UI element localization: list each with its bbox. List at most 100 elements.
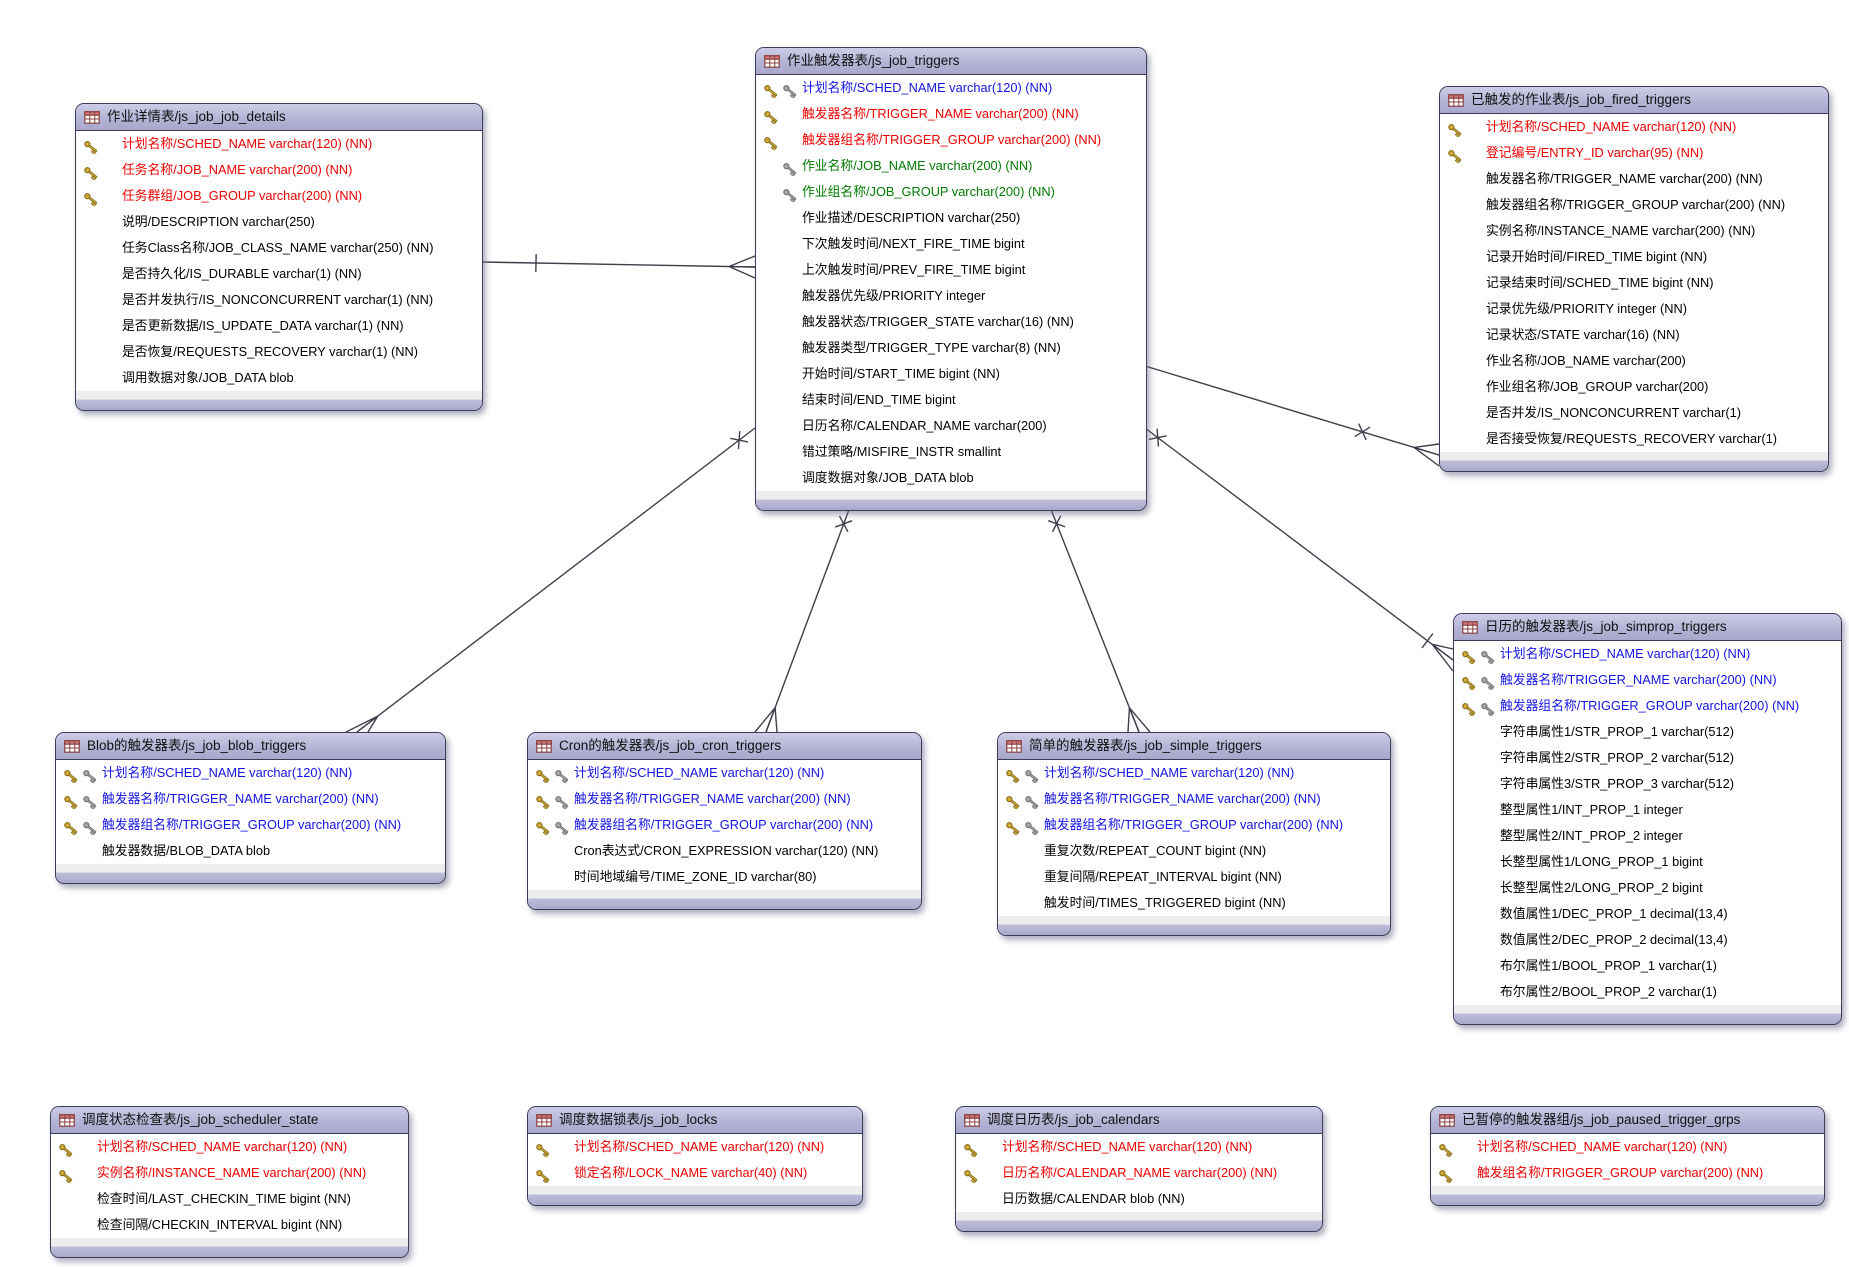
foreign-key-icon <box>1481 651 1495 666</box>
key-slot <box>963 1166 980 1192</box>
field-label: 计划名称/SCHED_NAME varchar(120) (NN) <box>97 1139 348 1154</box>
foreign-key-icon <box>1025 822 1039 837</box>
field-label: 任务名称/JOB_NAME varchar(200) (NN) <box>122 162 353 177</box>
key-slot <box>63 766 80 792</box>
field-row: 是否并发/IS_NONCONCURRENT varchar(1) <box>1440 400 1828 426</box>
field-label: 布尔属性2/BOOL_PROP_2 varchar(1) <box>1500 984 1717 999</box>
primary-key-icon <box>1448 150 1462 165</box>
key-slot <box>1480 647 1497 673</box>
field-label: 计划名称/SCHED_NAME varchar(120) (NN) <box>1500 646 1751 661</box>
table-footer-strip <box>56 864 445 872</box>
field-label: 是否更新数据/IS_UPDATE_DATA varchar(1) (NN) <box>122 318 404 333</box>
table-title: 日历的触发器表/js_job_simprop_triggers <box>1485 619 1727 634</box>
field-label: 触发器组名称/TRIGGER_GROUP varchar(200) (NN) <box>1500 698 1800 713</box>
primary-key-icon <box>964 1144 978 1159</box>
field-list: 计划名称/SCHED_NAME varchar(120) (NN)触发器名称/T… <box>56 760 445 864</box>
field-row: 检查时间/LAST_CHECKIN_TIME bigint (NN) <box>51 1186 408 1212</box>
key-slot <box>554 792 571 818</box>
field-label: 整型属性1/INT_PROP_1 integer <box>1500 802 1683 817</box>
table-footer-band <box>56 872 445 883</box>
field-row: 触发器名称/TRIGGER_NAME varchar(200) (NN) <box>528 786 921 812</box>
table-footer-strip <box>756 491 1146 499</box>
field-label: 触发器组名称/TRIGGER_GROUP varchar(200) (NN) <box>574 817 874 832</box>
table-footer-band <box>756 499 1146 510</box>
field-row: 字符串属性1/STR_PROP_1 varchar(512) <box>1454 719 1841 745</box>
field-label: 布尔属性1/BOOL_PROP_1 varchar(1) <box>1500 958 1717 973</box>
field-label: 日历名称/CALENDAR_NAME varchar(200) <box>802 418 1047 433</box>
primary-key-icon <box>64 796 78 811</box>
field-row: 触发器名称/TRIGGER_NAME varchar(200) (NN) <box>1440 166 1828 192</box>
field-label: 时间地域编号/TIME_ZONE_ID varchar(80) <box>574 869 817 884</box>
field-label: 任务Class名称/JOB_CLASS_NAME varchar(250) (N… <box>122 240 434 255</box>
field-label: 下次触发时间/NEXT_FIRE_TIME bigint <box>802 236 1025 251</box>
key-slot <box>83 163 100 189</box>
primary-key-icon <box>536 1144 550 1159</box>
table-header: 已暂停的触发器组/js_job_paused_trigger_grps <box>1431 1107 1824 1134</box>
primary-key-icon <box>964 1170 978 1185</box>
field-label: 触发器组名称/TRIGGER_GROUP varchar(200) (NN) <box>1486 197 1786 212</box>
connector-triggers-to-fired_triggers <box>1144 365 1440 467</box>
primary-key-icon <box>59 1170 73 1185</box>
foreign-key-icon <box>555 796 569 811</box>
field-row: 触发器状态/TRIGGER_STATE varchar(16) (NN) <box>756 309 1146 335</box>
field-row: 调度数据对象/JOB_DATA blob <box>756 465 1146 491</box>
foreign-key-icon <box>1025 796 1039 811</box>
field-label: 计划名称/SCHED_NAME varchar(120) (NN) <box>802 80 1053 95</box>
table-footer-strip <box>998 916 1390 924</box>
key-slot <box>554 818 571 844</box>
primary-key-icon <box>764 85 778 100</box>
field-row: 是否并发执行/IS_NONCONCURRENT varchar(1) (NN) <box>76 287 482 313</box>
table-header: 日历的触发器表/js_job_simprop_triggers <box>1454 614 1841 641</box>
foreign-key-icon <box>1481 677 1495 692</box>
connector-triggers-to-simple_triggers <box>1047 506 1151 733</box>
field-label: 结束时间/END_TIME bigint <box>802 392 956 407</box>
field-label: 触发器数据/BLOB_DATA blob <box>102 843 271 858</box>
field-row: 是否更新数据/IS_UPDATE_DATA varchar(1) (NN) <box>76 313 482 339</box>
field-label: 长整型属性1/LONG_PROP_1 bigint <box>1500 854 1703 869</box>
key-slot <box>763 107 780 133</box>
key-slot <box>535 1166 552 1192</box>
field-row: 触发时间/TIMES_TRIGGERED bigint (NN) <box>998 890 1390 916</box>
field-row: 触发器类型/TRIGGER_TYPE varchar(8) (NN) <box>756 335 1146 361</box>
primary-key-icon <box>764 137 778 152</box>
field-list: 计划名称/SCHED_NAME varchar(120) (NN)触发器名称/T… <box>998 760 1390 916</box>
field-row: 计划名称/SCHED_NAME varchar(120) (NN) <box>1440 114 1828 140</box>
field-label: 数值属性2/DEC_PROP_2 decimal(13,4) <box>1500 932 1728 947</box>
field-row: 重复间隔/REPEAT_INTERVAL bigint (NN) <box>998 864 1390 890</box>
primary-key-icon <box>536 796 550 811</box>
key-slot <box>82 792 99 818</box>
field-row: Cron表达式/CRON_EXPRESSION varchar(120) (NN… <box>528 838 921 864</box>
field-label: 记录开始时间/FIRED_TIME bigint (NN) <box>1486 249 1708 264</box>
field-label: 是否接受恢复/REQUESTS_RECOVERY varchar(1) <box>1486 431 1778 446</box>
field-row: 时间地域编号/TIME_ZONE_ID varchar(80) <box>528 864 921 890</box>
table-js_job_simprop_triggers[interactable]: 日历的触发器表/js_job_simprop_triggers 计划名称/SCHE… <box>1453 613 1842 1025</box>
field-row: 计划名称/SCHED_NAME varchar(120) (NN) <box>528 1134 862 1160</box>
field-row: 数值属性2/DEC_PROP_2 decimal(13,4) <box>1454 927 1841 953</box>
key-slot <box>1447 120 1464 146</box>
field-list: 计划名称/SCHED_NAME varchar(120) (NN)触发器名称/T… <box>528 760 921 890</box>
table-header: 已触发的作业表/js_job_fired_triggers <box>1440 87 1828 114</box>
field-label: 是否恢复/REQUESTS_RECOVERY varchar(1) (NN) <box>122 344 419 359</box>
field-label: 触发器组名称/TRIGGER_GROUP varchar(200) (NN) <box>802 132 1102 147</box>
field-row: 计划名称/SCHED_NAME varchar(120) (NN) <box>756 75 1146 101</box>
field-row: 触发器组名称/TRIGGER_GROUP varchar(200) (NN) <box>998 812 1390 838</box>
table-footer-strip <box>1440 452 1828 460</box>
key-slot <box>1480 673 1497 699</box>
field-row: 任务Class名称/JOB_CLASS_NAME varchar(250) (N… <box>76 235 482 261</box>
primary-key-icon <box>59 1144 73 1159</box>
field-row: 实例名称/INSTANCE_NAME varchar(200) (NN) <box>51 1160 408 1186</box>
field-label: 实例名称/INSTANCE_NAME varchar(200) (NN) <box>1486 223 1756 238</box>
key-slot <box>1005 792 1022 818</box>
table-footer-strip <box>528 1186 862 1194</box>
